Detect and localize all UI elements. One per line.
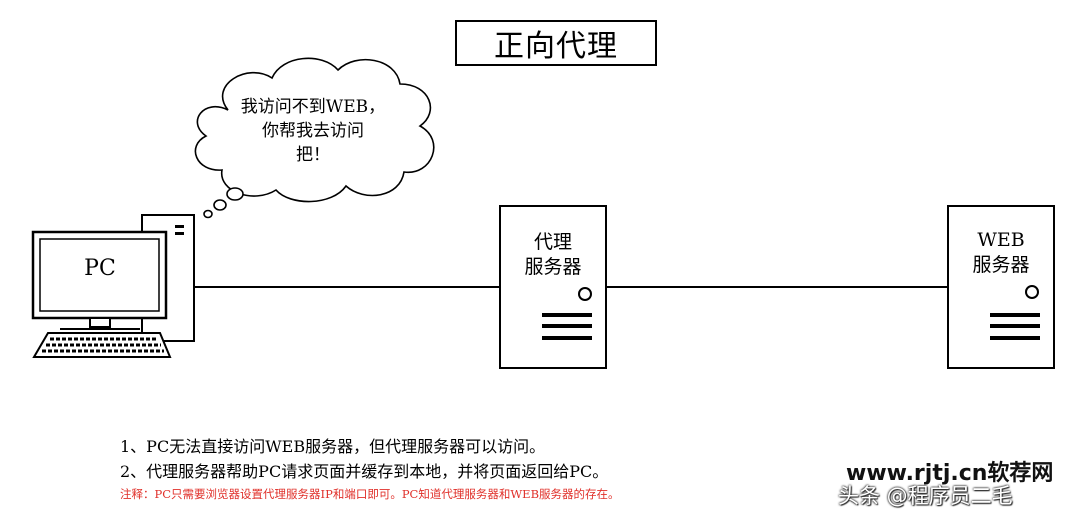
cloud-line-3: 把！ (296, 145, 330, 165)
proxy-server-box (499, 205, 607, 369)
note-1: 1、PC无法直接访问WEB服务器，但代理服务器可以访问。 (120, 437, 546, 456)
proxy-label-line-2: 服务器 (524, 256, 582, 278)
watermark-site: www.rjtj.cn软荐网 (846, 461, 1054, 486)
note-2: 2、代理服务器帮助PC请求页面并缓存到本地，并将页面返回给PC。 (120, 462, 609, 481)
diagram-title: 正向代理 (455, 20, 657, 66)
web-server-label: WEB 服务器 (948, 228, 1054, 278)
thought-bubbles (203, 187, 244, 219)
pc-label: PC (84, 256, 116, 281)
web-server-box (947, 205, 1055, 369)
pc-monitor (31, 230, 168, 330)
cloud-line-2: 你帮我去访问 (262, 121, 364, 141)
watermark-author: 头条 @程序员二毛 (838, 484, 1013, 508)
web-label-line-1: WEB (977, 229, 1025, 251)
thought-cloud (194, 57, 435, 203)
cloud-line-1: 我访问不到WEB， (240, 97, 386, 117)
pc-keyboard (32, 332, 172, 358)
web-label-line-2: 服务器 (972, 254, 1030, 276)
thought-cloud-text: 我访问不到WEB， 你帮我去访问 把！ (228, 95, 398, 167)
remark-note: 注释：PC只需要浏览器设置代理服务器IP和端口即可。PC知道代理服务器和WEB服… (120, 487, 620, 501)
proxy-label-line-1: 代理 (533, 231, 572, 253)
proxy-server-label: 代理 服务器 (500, 230, 606, 280)
